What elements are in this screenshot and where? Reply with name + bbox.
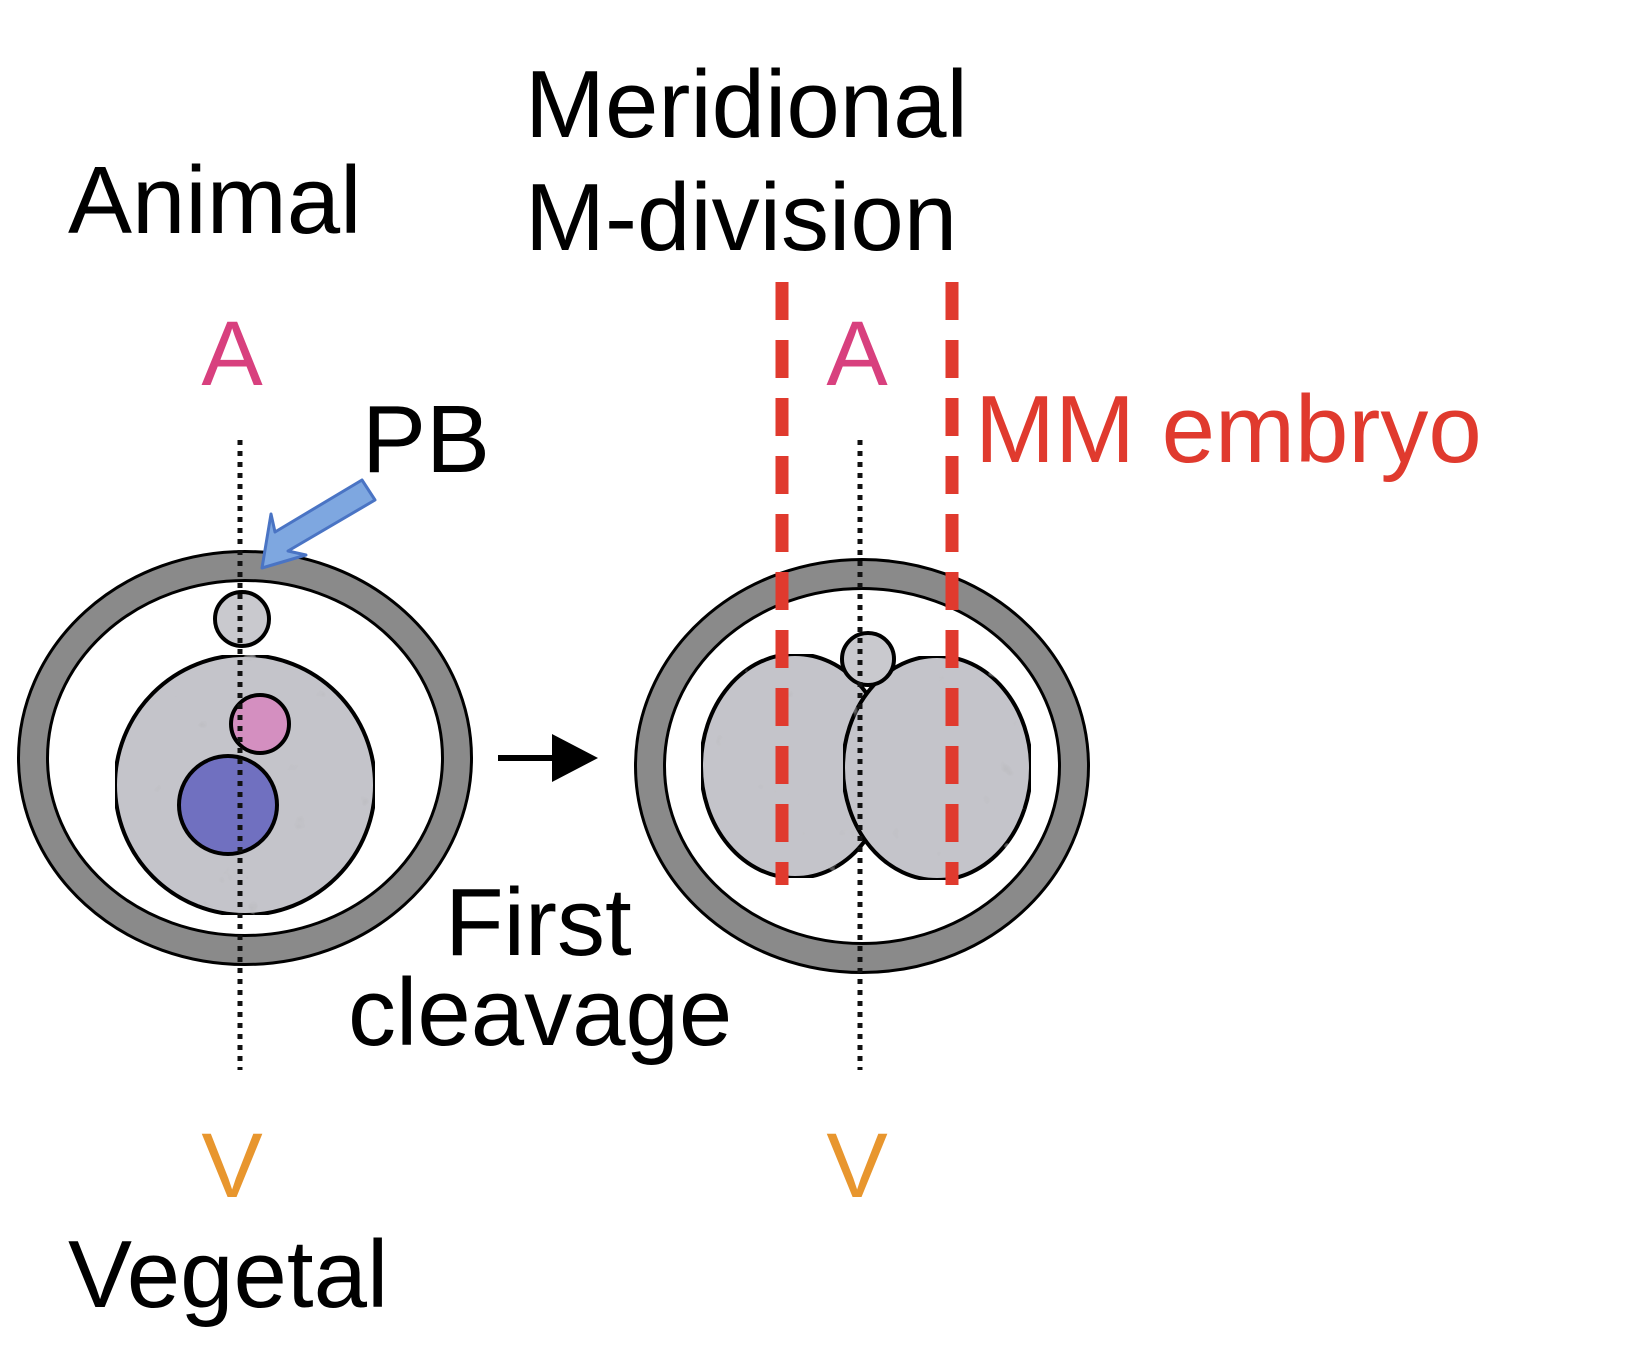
right-polar-body xyxy=(840,631,896,687)
right-arrow-icon xyxy=(498,734,598,782)
left-pronucleus-large xyxy=(177,754,279,856)
animal-pole-letter-left: A xyxy=(201,303,263,405)
vegetal-label: Vegetal xyxy=(68,1221,388,1328)
mm-embryo-label: MM embryo xyxy=(975,376,1482,483)
left-membrane-ring-inner xyxy=(20,553,470,963)
left-pronucleus-small xyxy=(229,693,291,755)
first-cleavage-label-line1: First xyxy=(445,869,632,976)
vegetal-pole-letter-right: V xyxy=(826,1115,887,1217)
first-cleavage-label-line2: cleavage xyxy=(348,959,732,1066)
animal-pole-letter-right: A xyxy=(826,303,888,405)
vegetal-pole-letter-left: V xyxy=(201,1115,262,1217)
animal-label: Animal xyxy=(68,147,361,254)
meridional-label-line2: M-division xyxy=(525,164,957,271)
right-blastomere xyxy=(841,654,1033,882)
right-embryo xyxy=(634,282,1090,1070)
left-embryo xyxy=(17,440,473,1070)
arrow-pointer-icon xyxy=(260,478,377,570)
meridional-label-line1: Meridional xyxy=(525,51,968,158)
pb-label: PB xyxy=(362,386,490,493)
